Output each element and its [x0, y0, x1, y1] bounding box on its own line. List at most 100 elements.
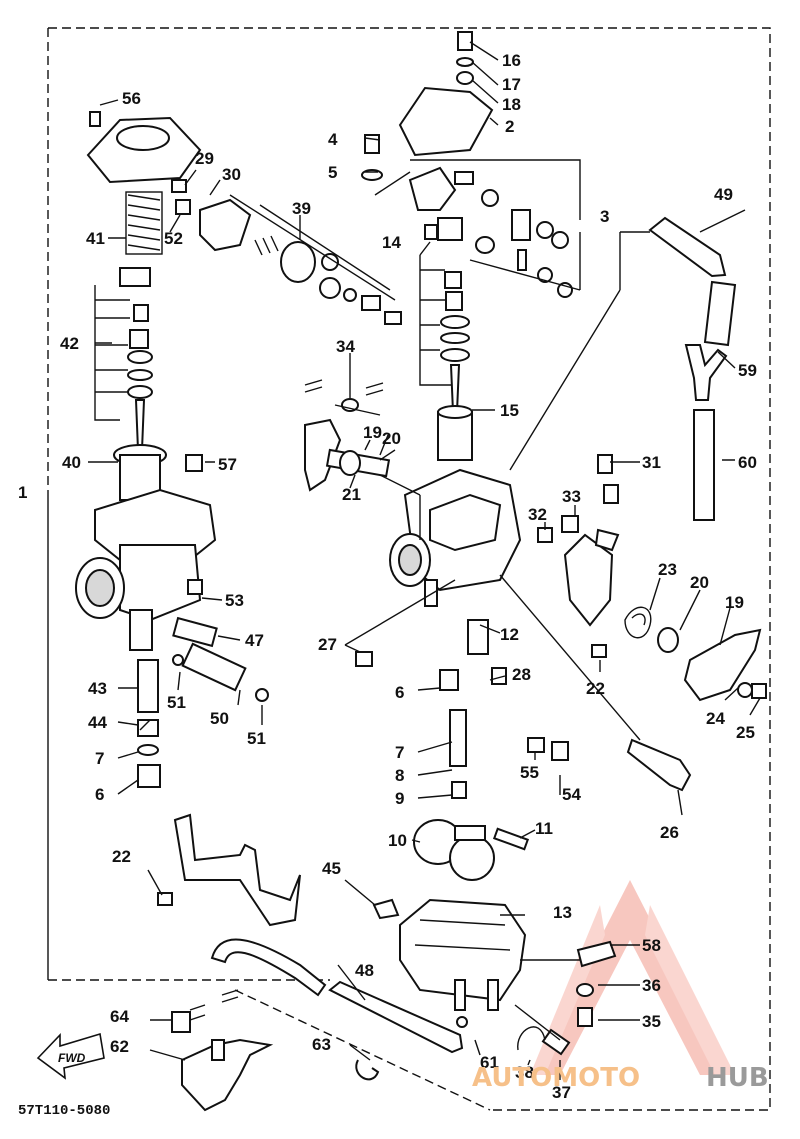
- washer-55: [527, 737, 545, 753]
- float-10: [413, 819, 495, 881]
- cover-2: [398, 86, 494, 157]
- label-57: 57: [218, 455, 237, 474]
- label-63: 63: [312, 1035, 331, 1054]
- label-53: 53: [225, 591, 244, 610]
- lever-19-right: [683, 628, 762, 702]
- label-11: 11: [535, 819, 553, 838]
- jet-holder-8: [449, 709, 467, 767]
- washer-17: [456, 57, 474, 67]
- spring-23: [624, 606, 652, 639]
- clip-63: [355, 1059, 380, 1081]
- hose-48: [328, 980, 464, 1054]
- label-33: 33: [562, 487, 581, 506]
- plug-6-right: [439, 669, 459, 691]
- float-bowl-13: [399, 898, 527, 1011]
- assembly-frame: [47, 27, 771, 1111]
- label-5: 5: [328, 163, 337, 182]
- label-29: 29: [195, 149, 214, 168]
- label-20-left: 20: [382, 429, 401, 448]
- oring-7-left: [137, 744, 159, 756]
- label-34: 34: [336, 337, 355, 356]
- throttle-assembly-34: [304, 379, 421, 496]
- label-45: 45: [322, 859, 341, 878]
- label-49: 49: [714, 185, 733, 204]
- hose-50: [181, 642, 247, 692]
- label-38: 38: [515, 1063, 534, 1082]
- label-20-right: 20: [690, 573, 709, 592]
- label-52: 52: [164, 229, 183, 248]
- needle-stack-right: [419, 224, 473, 461]
- hose-49: [648, 216, 727, 278]
- label-28: 28: [512, 665, 531, 684]
- throttle-valve-62: [181, 1038, 274, 1112]
- carb-body-left: [75, 488, 217, 651]
- hose-62-pipe: [210, 938, 327, 997]
- leader-lines: [88, 41, 761, 1080]
- hose-47: [172, 616, 218, 648]
- label-4: 4: [328, 130, 338, 149]
- label-62: 62: [110, 1037, 129, 1056]
- plug-53: [187, 579, 203, 595]
- screw-set-64: [171, 989, 239, 1033]
- label-3: 3: [600, 207, 609, 226]
- screw-22-right: [591, 644, 607, 658]
- label-35: 35: [642, 1012, 661, 1031]
- label-32: 32: [528, 505, 547, 524]
- screw-35: [577, 1007, 593, 1027]
- clip-51-left: [172, 654, 184, 666]
- clip-61: [456, 1016, 468, 1028]
- left-carburetor: [75, 111, 402, 927]
- label-54: 54: [562, 785, 581, 804]
- piston-40: [113, 444, 167, 501]
- jet-43: [137, 659, 159, 713]
- washer-20-right: [657, 627, 679, 653]
- nut-25: [751, 683, 767, 699]
- label-7-left: 7: [95, 749, 104, 768]
- spring-57: [185, 454, 203, 472]
- holder-44: [137, 719, 159, 737]
- needle-jet-12: [467, 619, 489, 655]
- label-19-left: 19: [363, 423, 382, 442]
- label-18: 18: [502, 95, 521, 114]
- watermark-brand-part1: AUTOMOTO: [472, 1063, 640, 1093]
- label-25: 25: [736, 723, 755, 742]
- screw-32: [537, 527, 553, 543]
- label-39: 39: [292, 199, 311, 218]
- label-17: 17: [502, 75, 521, 94]
- screw-37: [541, 1028, 571, 1056]
- label-12: 12: [500, 625, 519, 644]
- hose-49-lower: [703, 280, 737, 347]
- plug-28: [491, 667, 507, 685]
- idle-parts-39: [229, 194, 402, 325]
- label-1: 1: [18, 483, 27, 502]
- label-40: 40: [62, 453, 81, 472]
- label-23: 23: [658, 560, 677, 579]
- label-37: 37: [552, 1083, 571, 1102]
- label-13: 13: [553, 903, 572, 922]
- bracket-22: [173, 813, 301, 927]
- label-44: 44: [88, 713, 107, 732]
- screw-29: [171, 179, 187, 193]
- wire-38: [517, 1026, 546, 1051]
- screw-31: [603, 484, 619, 504]
- label-24: 24: [706, 709, 725, 728]
- label-64: 64: [110, 1007, 129, 1026]
- plug-6-left: [137, 764, 161, 788]
- label-6-left: 6: [95, 785, 104, 804]
- label-41: 41: [86, 229, 105, 248]
- watermark-text: AUTOMOTO HUB: [472, 1063, 769, 1093]
- hose-60: [693, 409, 715, 521]
- label-58: 58: [642, 936, 661, 955]
- needle-assembly-42: [94, 267, 153, 451]
- label-21: 21: [342, 485, 361, 504]
- label-22-right: 22: [586, 679, 605, 698]
- label-26: 26: [660, 823, 679, 842]
- pin-11: [492, 827, 530, 851]
- screw-26: [626, 738, 692, 792]
- label-6-right: 6: [395, 683, 404, 702]
- label-8: 8: [395, 766, 404, 785]
- tee-59: [684, 344, 728, 401]
- watermark-brand-part2: HUB: [706, 1063, 769, 1093]
- label-15: 15: [500, 401, 519, 420]
- label-22-left: 22: [112, 847, 131, 866]
